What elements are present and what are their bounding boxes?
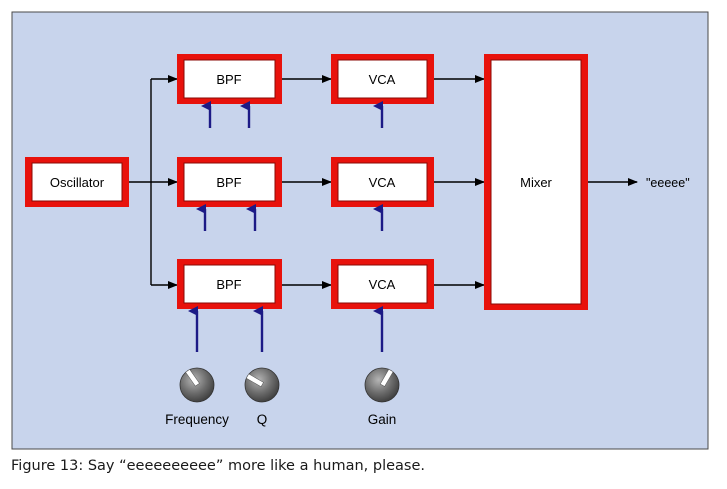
block-mixer: Mixer	[484, 54, 588, 310]
block-bpf-top: BPF	[177, 54, 282, 104]
q-knob-icon[interactable]	[244, 367, 280, 403]
frequency-knob-label: Frequency	[165, 412, 229, 427]
figure-caption: Figure 13: Say “eeeeeeeeee” more like a …	[11, 458, 426, 474]
vca-middle-label: VCA	[369, 175, 396, 190]
signal-lines	[129, 75, 638, 289]
control-arrows	[188, 101, 384, 352]
q-knob-label: Q	[257, 412, 268, 427]
block-vca-top: VCA	[331, 54, 434, 104]
gain-knob-label: Gain	[368, 412, 397, 427]
block-oscillator: Oscillator	[25, 157, 129, 207]
mixer-label: Mixer	[520, 175, 552, 190]
synth-block-diagram: Oscillator BPF BPF BPF VCA VCA VCA Mixer…	[11, 11, 709, 450]
block-bpf-middle: BPF	[177, 157, 282, 207]
vca-bottom-label: VCA	[369, 277, 396, 292]
gain-knob-icon[interactable]	[364, 367, 400, 403]
output-label: "eeeee"	[646, 176, 690, 190]
vca-top-label: VCA	[369, 72, 396, 87]
block-bpf-bottom: BPF	[177, 259, 282, 309]
block-vca-bottom: VCA	[331, 259, 434, 309]
frequency-knob-icon[interactable]	[179, 367, 215, 403]
oscillator-label: Oscillator	[50, 175, 105, 190]
bpf-middle-label: BPF	[216, 175, 241, 190]
block-vca-middle: VCA	[331, 157, 434, 207]
bpf-bottom-label: BPF	[216, 277, 241, 292]
bpf-top-label: BPF	[216, 72, 241, 87]
